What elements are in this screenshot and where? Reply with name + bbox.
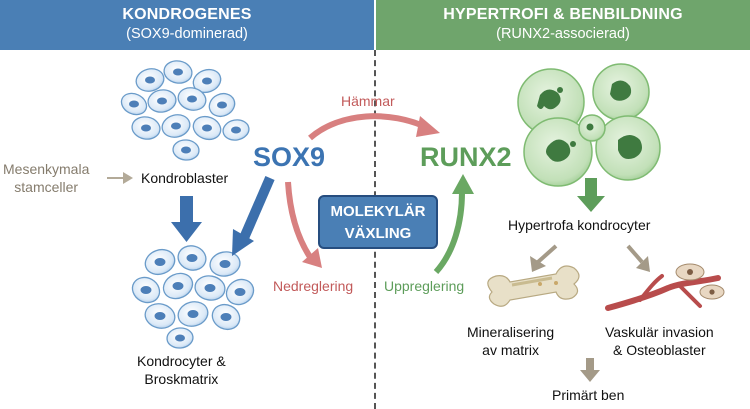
mesenchymal-stem-cells-label: Mesenkymala stamceller (3, 161, 90, 195)
vessel-illustration (605, 263, 725, 311)
hypertrophic-cells (517, 63, 661, 187)
header-right-title: HYPERTROFI & BENBILDNING (443, 6, 683, 23)
blue-down-arrow-left (171, 196, 202, 242)
molecular-switch-box: MOLEKYLÄR VÄXLING (318, 195, 438, 249)
inhibits-label: Hämmar (341, 93, 395, 109)
grey-arrow-left (530, 244, 558, 272)
blue-diagonal-arrow (232, 176, 275, 256)
chondrocyte-cells (131, 245, 255, 349)
chondroblast-cells (120, 60, 250, 161)
header-right-subtitle: (RUNX2-associerad) (496, 26, 630, 42)
upregulation-arrow (433, 174, 474, 275)
primary-bone-label: Primärt ben (552, 387, 625, 403)
header-hypertrofi: HYPERTROFI & BENBILDNING (RUNX2-associer… (376, 0, 750, 50)
header-left-subtitle: (SOX9-dominerad) (126, 26, 248, 42)
mineralization-label: Mineralisering av matrix (467, 324, 555, 358)
bone-illustration (487, 265, 580, 307)
inhibits-arrow (308, 113, 440, 141)
vascular-invasion-label: Vaskulär invasion & Osteoblaster (605, 324, 714, 358)
chondroblast-label: Kondroblaster (141, 170, 229, 186)
mesenchymal-arrow (107, 172, 133, 184)
chondrocyte-label: Kondrocyter & Broskmatrix (137, 353, 226, 387)
grey-arrow-right (626, 244, 650, 272)
runx2-label: RUNX2 (420, 142, 512, 172)
sox9-label: SOX9 (253, 142, 326, 172)
grey-down-arrow (580, 358, 600, 382)
header-kondrogenes: KONDROGENES (SOX9-dominerad) (0, 0, 374, 50)
header-left-title: KONDROGENES (122, 6, 252, 23)
upregulation-label: Uppreglering (384, 278, 465, 294)
hypertrophic-label: Hypertrofa kondrocyter (508, 217, 651, 233)
green-down-arrow (577, 178, 605, 212)
downregulation-arrow (285, 181, 322, 268)
molecular-switch-label: MOLEKYLÄR VÄXLING (330, 203, 426, 242)
downregulation-label: Nedreglering (273, 278, 354, 294)
